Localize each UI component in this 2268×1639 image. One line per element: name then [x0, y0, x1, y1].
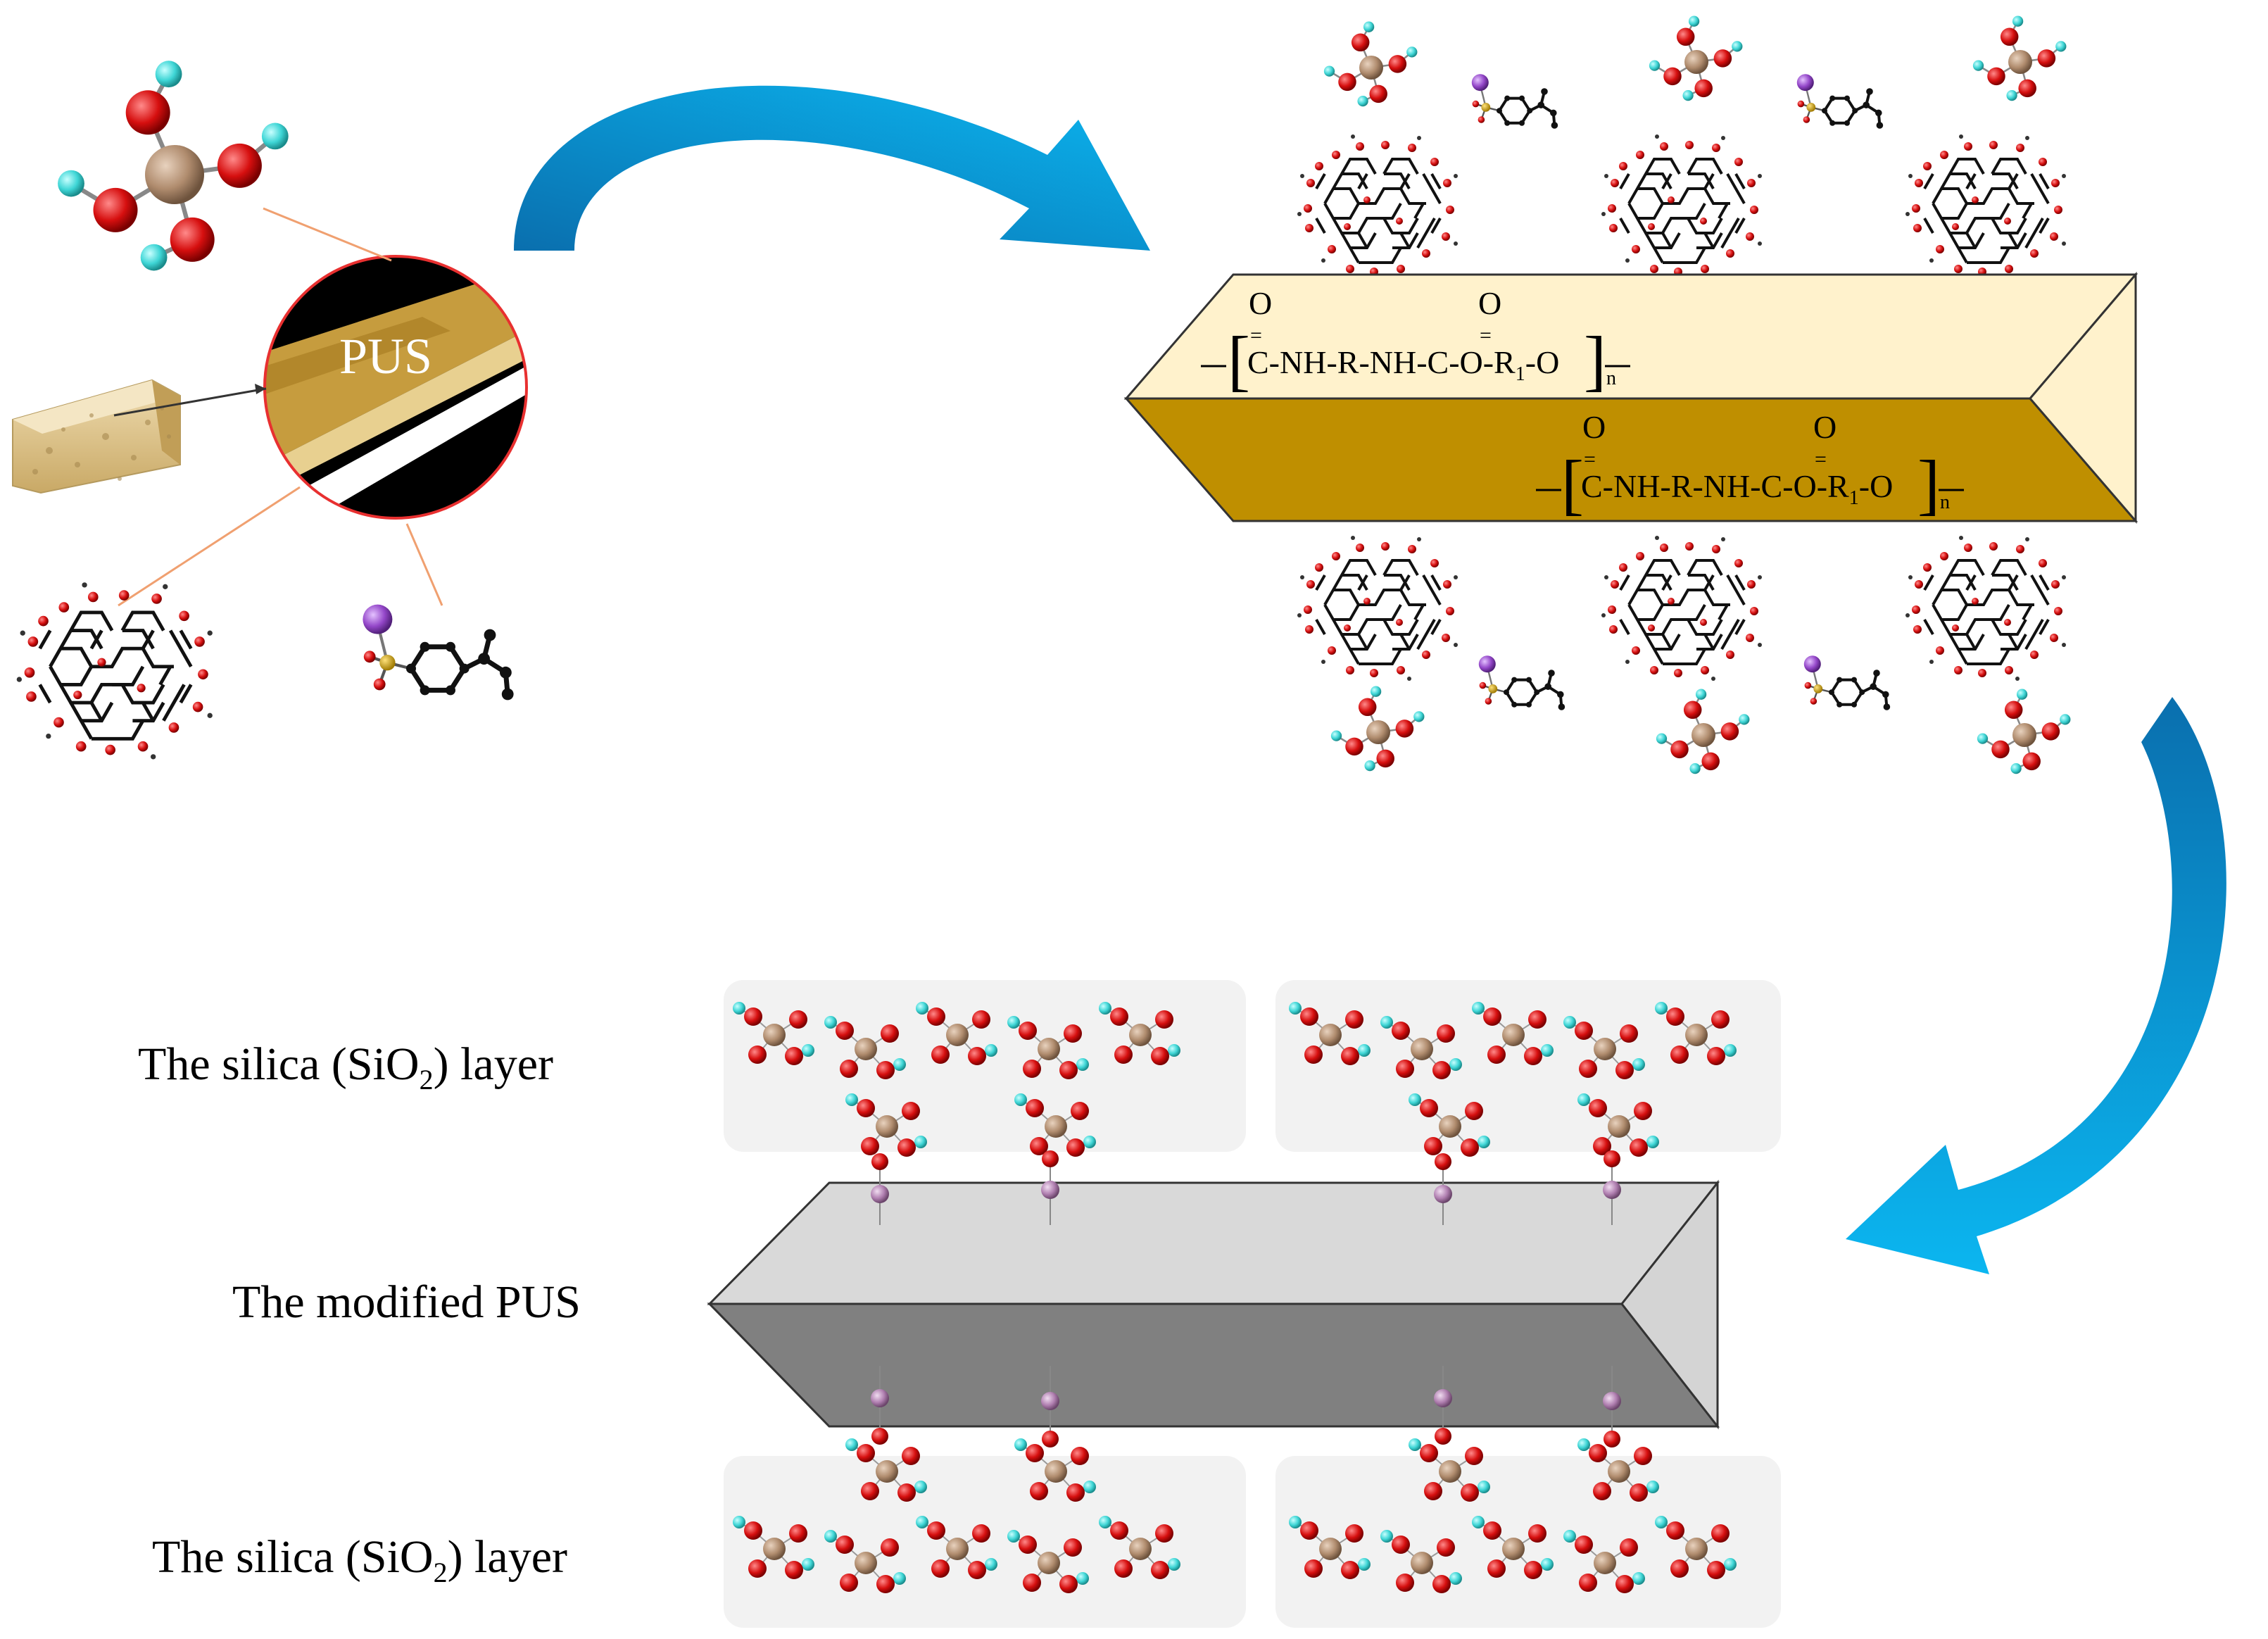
- graphene-oxide-flake-large: [17, 582, 213, 759]
- formula-upper-n: n: [1606, 368, 1616, 389]
- label-silica-top-prefix: The silica (SiO: [138, 1038, 420, 1090]
- formula-lower-n: n: [1940, 491, 1950, 513]
- label-modified-pus-text: The modified PUS: [232, 1276, 581, 1328]
- connector-lines: [113, 207, 443, 607]
- silica-layer-bottom: [724, 1438, 1781, 1628]
- label-silica-top-sub: 2: [419, 1064, 434, 1096]
- potassium-linkers: [871, 1150, 1621, 1448]
- formula-lower-end: -O: [1859, 468, 1894, 504]
- mixture-bottom-row: [1296, 534, 2072, 775]
- formula-lower-bond2: =: [1815, 448, 1827, 471]
- svg-text:]: ]: [1917, 446, 1940, 522]
- formula-upper-bond2: =: [1480, 324, 1492, 347]
- pus-prism: [1123, 271, 2138, 525]
- arrow-right-curve: [1846, 697, 2226, 1274]
- svg-text:]: ]: [1584, 322, 1606, 398]
- formula-lower-main: C-NH-R-NH-C-O-R: [1581, 468, 1849, 504]
- formula-upper-o1: O: [1249, 285, 1272, 321]
- pu-formula-lower: [ O = O = C-NH-R-NH-C-O-R1-O ] n: [1536, 409, 1964, 522]
- svg-text:[: [: [1228, 322, 1250, 398]
- arrow-top: [514, 85, 1150, 251]
- label-silica-top-suffix: ) layer: [433, 1038, 553, 1090]
- formula-upper-sub: 1: [1516, 363, 1525, 385]
- label-silica-top: The silica (SiO2) layer: [138, 1038, 553, 1096]
- silica-layer-top: [724, 980, 1781, 1157]
- formula-upper-bond1: =: [1250, 324, 1262, 347]
- formula-upper-o2: O: [1478, 285, 1501, 321]
- modified-pus-prism: [707, 1179, 1720, 1430]
- formula-lower-o1: O: [1582, 409, 1606, 445]
- label-silica-bottom-prefix: The silica (SiO: [152, 1531, 434, 1583]
- label-silica-bottom-sub: 2: [433, 1557, 448, 1589]
- label-silica-bottom: The silica (SiO2) layer: [152, 1531, 567, 1589]
- label-silica-bottom-suffix: ) layer: [447, 1531, 567, 1583]
- formula-upper-main: C-NH-R-NH-C-O-R: [1247, 344, 1516, 380]
- formula-lower-bond1: =: [1584, 448, 1596, 471]
- svg-text:C-NH-R-NH-C-O-R1-O: C-NH-R-NH-C-O-R1-O: [1581, 468, 1893, 509]
- svg-text:[: [: [1561, 446, 1584, 522]
- pu-formula-upper: [ O = O = C-NH-R-NH-C-O-R1-O ] n: [1201, 285, 1630, 398]
- pus-sem-inset: PUS: [263, 255, 528, 520]
- formula-lower-sub: 1: [1849, 487, 1859, 509]
- sponge-photo: [12, 379, 181, 494]
- si-oh4-molecule-large: [58, 61, 289, 270]
- label-modified-pus: The modified PUS: [232, 1276, 581, 1329]
- formula-lower-o2: O: [1813, 409, 1837, 445]
- svg-text:C-NH-R-NH-C-O-R1-O: C-NH-R-NH-C-O-R1-O: [1247, 344, 1559, 385]
- formula-upper-end: -O: [1525, 344, 1560, 380]
- mixture-top-row: [1296, 15, 2067, 281]
- pus-inset-label: PUS: [339, 328, 432, 384]
- potassium-sulfonate-molecule-large: [363, 605, 513, 701]
